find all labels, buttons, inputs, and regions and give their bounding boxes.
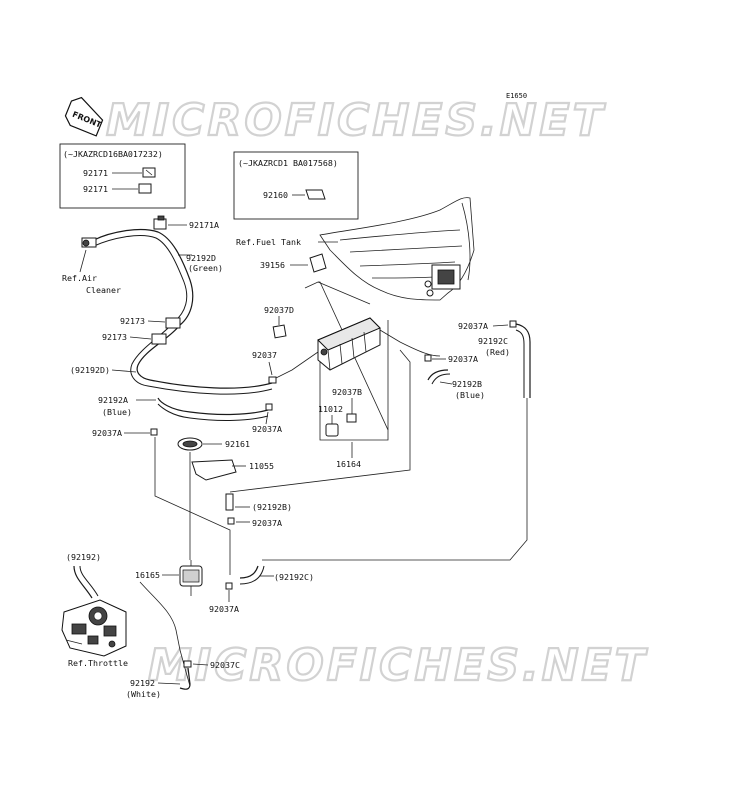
watermark-bottom: MICROFICHES.NET — [148, 640, 648, 691]
box1-header: (~JKAZRCD16BA017232) — [63, 149, 163, 159]
clamp-92037c-icon — [183, 660, 192, 668]
label-92173-b: 92173 — [102, 332, 127, 342]
label-92192-color: (White) — [126, 689, 161, 699]
clamp-92037-icon — [268, 376, 277, 384]
cap-11012-icon — [325, 423, 339, 437]
cap-92161-icon — [177, 437, 203, 451]
label-92192: 92192 — [130, 678, 155, 688]
clip-92173-b-icon — [151, 333, 167, 345]
hose-92192c — [515, 323, 531, 398]
label-ref-air-1: Ref.Air — [62, 273, 97, 283]
label-92192b-color: (Blue) — [455, 390, 485, 400]
label-92037a-bottom: 92037A — [209, 604, 239, 614]
clip-92037d-icon — [272, 324, 287, 339]
label-16165: 16165 — [135, 570, 160, 580]
clip-92173-a-icon — [165, 317, 181, 329]
label-ref-throttle: Ref.Throttle — [68, 658, 128, 668]
grommet-39156-icon — [309, 253, 327, 273]
label-92161: 92161 — [225, 439, 250, 449]
label-92037a-right1: 92037A — [458, 321, 488, 331]
label-92192b: 92192B — [452, 379, 482, 389]
clamp-92037a-right2-icon — [424, 354, 432, 362]
label-92037d: 92037D — [264, 305, 294, 315]
label-92192a-color: (Blue) — [102, 407, 132, 417]
hose-92192d — [93, 229, 273, 389]
hose-end-icon — [81, 237, 97, 248]
variant-box-1: (~JKAZRCD16BA017232) 92171 92171 — [59, 143, 186, 209]
label-92192d-color: (Green) — [188, 263, 223, 273]
label-92037b: 92037B — [332, 387, 362, 397]
box2-header: (~JKAZRCD1 BA017568) — [238, 158, 338, 168]
label-92037a-left: 92037A — [92, 428, 122, 438]
charcoal-canister — [317, 317, 381, 371]
pad-icon — [305, 189, 326, 200]
label-ref-air-2: Cleaner — [86, 285, 121, 295]
clamp-92037a-left-icon — [150, 428, 158, 436]
label-92037a-right2: 92037A — [448, 354, 478, 364]
clamp-92037a-mid-icon — [265, 403, 273, 411]
label-92192c-paren: (92192C) — [274, 572, 314, 582]
label-92192d: 92192D — [186, 253, 216, 263]
fuel-tank-outline — [319, 197, 475, 301]
label-39156: 39156 — [260, 260, 285, 270]
label-16164: 16164 — [336, 459, 361, 469]
diagram-code: E1650 — [506, 92, 527, 100]
box1-part-92171-a: 92171 — [83, 168, 108, 178]
hose-92192 — [179, 667, 191, 690]
clamp-92037a-bottom-icon — [225, 582, 233, 590]
label-92192-paren: (92192) — [66, 552, 101, 562]
label-92173-a: 92173 — [120, 316, 145, 326]
front-arrow-icon: FRONT — [64, 96, 104, 137]
label-11055: 11055 — [249, 461, 274, 471]
watermark-top: MICROFICHES.NET — [106, 95, 606, 146]
hose-stub-92192 — [73, 565, 93, 599]
label-92037a-mid: 92037A — [252, 424, 282, 434]
label-92192c-color: (Red) — [485, 347, 510, 357]
label-92037c: 92037C — [210, 660, 240, 670]
box1-part-92171-b: 92171 — [83, 184, 108, 194]
clamp-92037a-low-icon — [227, 517, 235, 525]
label-92192d-paren: (92192D) — [70, 365, 110, 375]
hose-92192b — [427, 369, 449, 381]
label-11012: 11012 — [318, 404, 343, 414]
box2-part-92160: 92160 — [263, 190, 288, 200]
hose-stub-92192b-icon — [225, 493, 234, 511]
label-92192c: 92192C — [478, 336, 508, 346]
label-92171a: 92171A — [189, 220, 219, 230]
clamp-92037a-right1-icon — [509, 320, 517, 328]
variant-box-2: (~JKAZRCD1 BA017568) 92160 — [233, 151, 359, 220]
hose-92192a — [157, 397, 269, 416]
throttle-body-icon — [61, 599, 127, 657]
label-92037a-low: 92037A — [252, 518, 282, 528]
clamp-92037b-icon — [346, 413, 357, 423]
label-92192b-paren: (92192B) — [252, 502, 292, 512]
clamp-icon — [138, 167, 156, 194]
fuel-filter-16165 — [179, 560, 203, 596]
canister-callout — [304, 281, 389, 441]
bracket-11055-icon — [191, 459, 237, 481]
label-92192a: 92192A — [98, 395, 128, 405]
hose-stub-92192c — [239, 565, 259, 579]
clamp-92171a-icon — [153, 215, 167, 230]
label-ref-fuel-tank: Ref.Fuel Tank — [236, 237, 301, 247]
label-92037: 92037 — [252, 350, 277, 360]
